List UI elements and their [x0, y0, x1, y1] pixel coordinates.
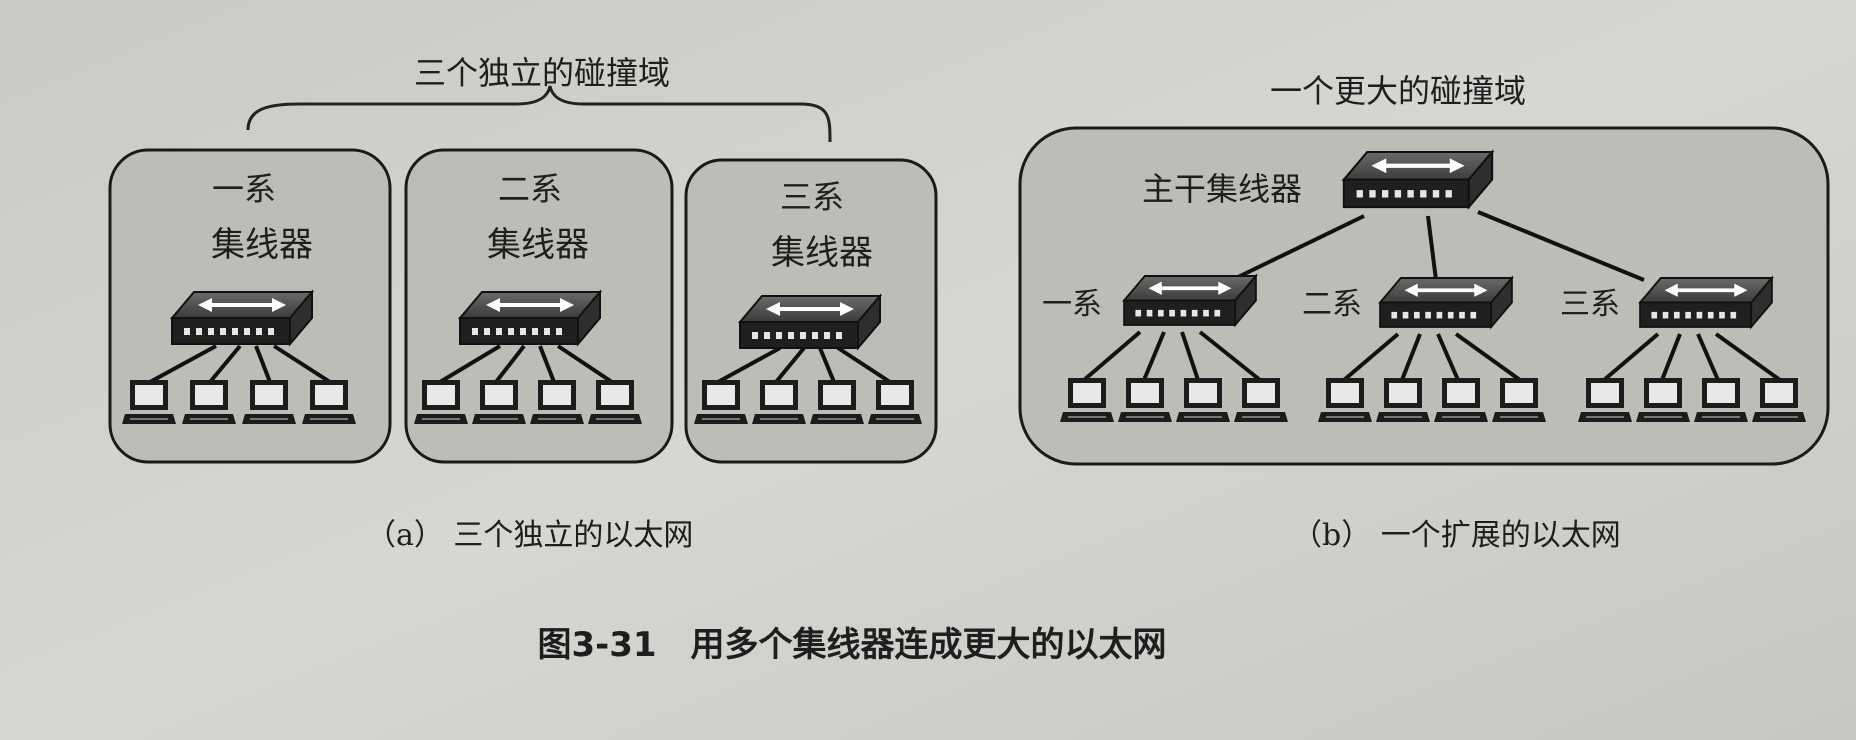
- part-a-diagram: 三个独立的碰撞域 一系 集线器 二系 集线器: [108, 54, 938, 553]
- caption-b: （b） 一个扩展的以太网: [1292, 518, 1621, 553]
- computer-icon: [1317, 377, 1373, 423]
- cables: [438, 344, 614, 384]
- hub-label: 集线器: [211, 225, 313, 265]
- domain-box-2: 二系 集线器: [404, 148, 674, 464]
- hub-icon: [738, 294, 882, 350]
- collision-domain-brace: [246, 85, 832, 143]
- computer-icon: [181, 379, 237, 425]
- domain-box-3: 三系 集线器: [684, 158, 938, 464]
- computer-icon: [1577, 377, 1633, 423]
- computer-icon: [241, 379, 297, 425]
- hub-icon: [1378, 276, 1514, 329]
- computer-icon: [413, 379, 469, 425]
- cables: [717, 346, 892, 384]
- hub-icon: [170, 290, 314, 346]
- computer-icon: [301, 379, 357, 425]
- cables: [1342, 332, 1522, 382]
- computer-icon: [587, 379, 643, 425]
- part-b-diagram: 一个更大的碰撞域 主干集线器 一系 二系: [1018, 72, 1830, 553]
- computer-icon: [121, 379, 177, 425]
- hub-icon: [1638, 276, 1774, 329]
- computer-icon: [1433, 377, 1489, 423]
- backbone-hub-icon: [1344, 152, 1492, 207]
- cables: [1082, 330, 1262, 382]
- cables: [149, 344, 332, 384]
- caption-a: （a） 三个独立的以太网: [366, 518, 693, 553]
- computer-icon: [693, 379, 749, 425]
- brace-label: 三个独立的碰撞域: [414, 54, 670, 92]
- backbone-links: [1235, 210, 1645, 282]
- computer-icon: [1233, 377, 1289, 423]
- computer-icon: [1491, 377, 1547, 423]
- department-label: 一系: [212, 170, 276, 208]
- computer-icon: [1175, 377, 1231, 423]
- figure-caption: 图3-31 用多个集线器连成更大的以太网: [537, 625, 1166, 665]
- domain-box-1: 一系 集线器: [108, 148, 392, 464]
- computer-icon: [471, 379, 527, 425]
- department-label: 二系: [498, 170, 562, 208]
- hub-label: 集线器: [771, 233, 873, 273]
- department-label: 二系: [1302, 287, 1362, 322]
- computer-icon: [1751, 377, 1807, 423]
- computer-icon: [529, 379, 585, 425]
- domain-label: 一个更大的碰撞域: [1270, 72, 1526, 110]
- computer-icon: [1375, 377, 1431, 423]
- computer-icon: [1117, 377, 1173, 423]
- hub-icon: [458, 290, 602, 346]
- backbone-hub-label: 主干集线器: [1142, 170, 1302, 208]
- computer-icon: [867, 379, 923, 425]
- hub-label: 集线器: [487, 225, 589, 265]
- department-label: 一系: [1042, 287, 1102, 322]
- computer-icon: [751, 379, 807, 425]
- computer-icon: [809, 379, 865, 425]
- computer-icon: [1635, 377, 1691, 423]
- computer-icon: [1059, 377, 1115, 423]
- cables: [1602, 332, 1782, 382]
- department-label: 三系: [1560, 287, 1620, 322]
- hub-icon: [1122, 274, 1258, 327]
- computer-icon: [1693, 377, 1749, 423]
- department-label: 三系: [780, 178, 844, 216]
